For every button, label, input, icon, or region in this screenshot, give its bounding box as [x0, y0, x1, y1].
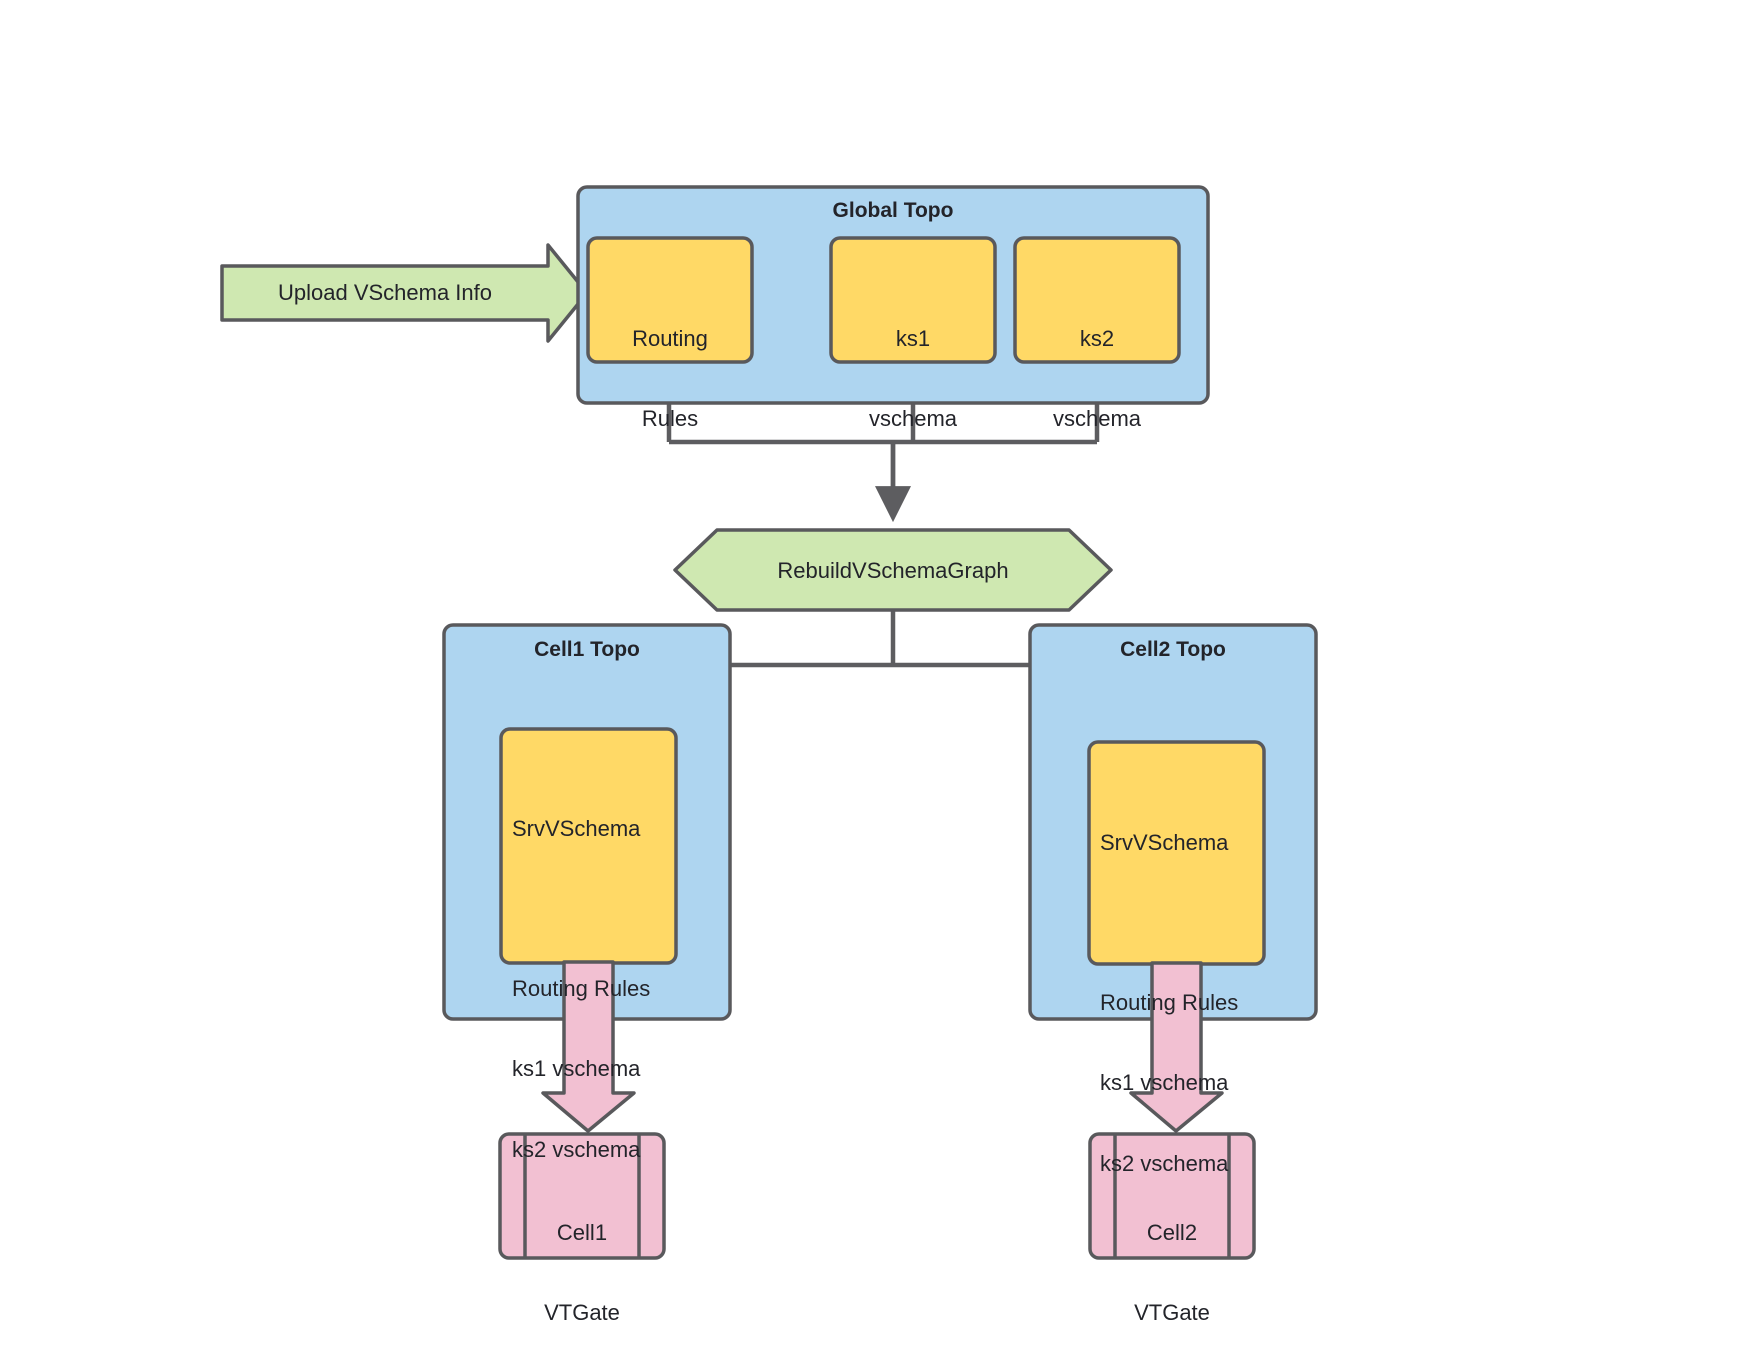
node-routing-rules [586, 236, 754, 364]
node-ks1-vschema [829, 236, 997, 364]
cell2-srvvschema-node [1087, 740, 1266, 966]
cell2-srv-to-vtgate-arrow [1129, 961, 1224, 1133]
cell1-srvvschema-node [499, 727, 678, 965]
node-ks2-vschema [1013, 236, 1181, 364]
cell1-vtgate-box [498, 1132, 666, 1260]
rebuild-vschema-graph-shape [673, 528, 1113, 612]
cell1-srv-to-vtgate-arrow [541, 960, 636, 1133]
cell2-vtgate-box [1088, 1132, 1256, 1260]
upload-vschema-arrow-shape [220, 243, 589, 343]
